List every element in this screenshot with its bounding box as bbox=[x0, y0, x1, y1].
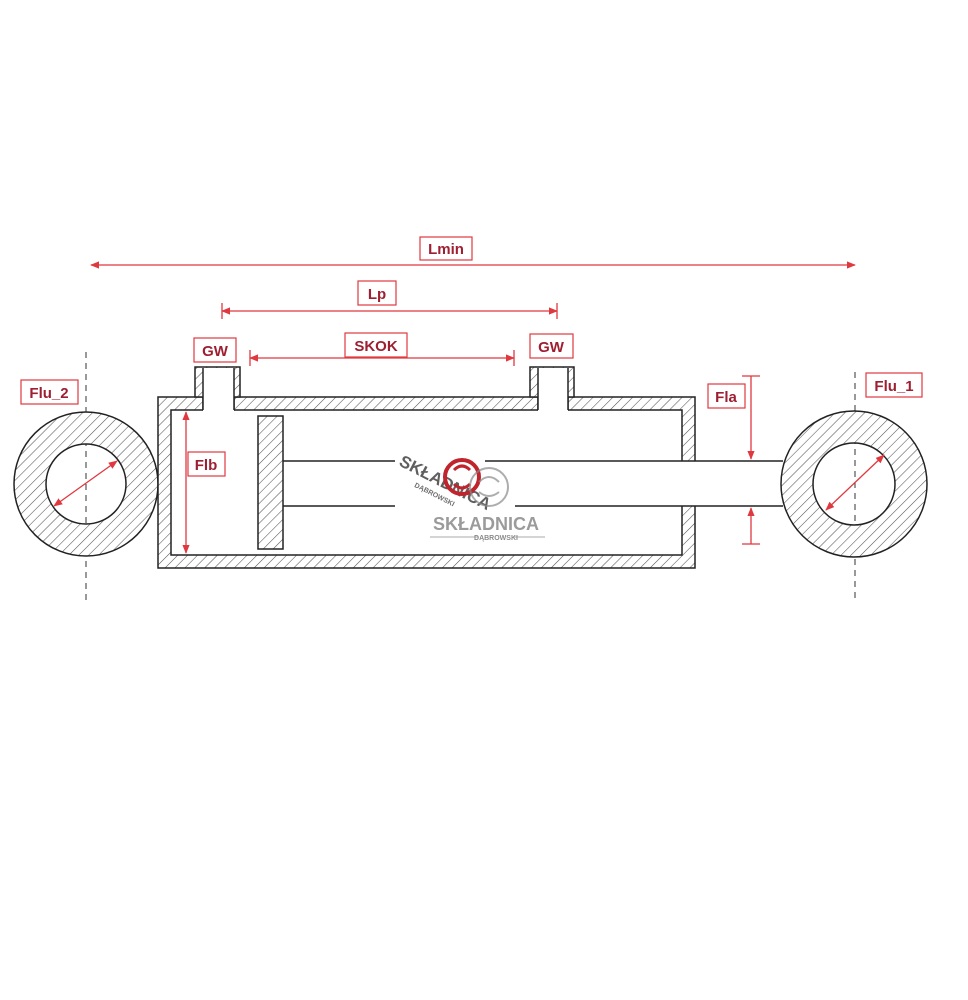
label-flu2: Flu_2 bbox=[20, 379, 79, 405]
port-right bbox=[529, 366, 575, 411]
label-flb: Flb bbox=[187, 451, 226, 477]
label-gw-left: GW bbox=[193, 337, 237, 363]
barrel-wall bbox=[157, 396, 696, 569]
label-lmin-text: Lmin bbox=[428, 241, 464, 258]
label-gw-right: GW bbox=[529, 333, 574, 359]
label-flu2-text: Flu_2 bbox=[29, 385, 68, 402]
port-left bbox=[194, 366, 241, 411]
dimension-lines bbox=[53, 261, 885, 554]
label-flu1-text: Flu_1 bbox=[874, 378, 913, 395]
label-lmin: Lmin bbox=[419, 236, 473, 261]
watermark-emblem-red bbox=[443, 458, 481, 496]
label-skok-text: SKOK bbox=[354, 338, 398, 355]
cylinder-barrel bbox=[157, 396, 698, 569]
flu2-dimension bbox=[53, 460, 118, 507]
label-flu1: Flu_1 bbox=[865, 372, 923, 398]
watermark-brand: SKŁADNICA bbox=[433, 514, 539, 534]
rod-eye bbox=[780, 410, 928, 558]
label-gw-left-text: GW bbox=[202, 343, 229, 360]
rod-eye-ring bbox=[780, 410, 928, 558]
label-flb-text: Flb bbox=[195, 457, 218, 474]
watermark-sub: DĄBROWSKI bbox=[474, 535, 518, 542]
watermark-emblem-gray bbox=[469, 467, 509, 507]
rear-eye bbox=[13, 411, 159, 557]
flu1-dimension bbox=[825, 454, 885, 511]
piston bbox=[257, 415, 284, 550]
label-lp-text: Lp bbox=[368, 286, 386, 303]
label-lp: Lp bbox=[357, 280, 397, 306]
piston-rod bbox=[283, 460, 783, 507]
watermark-logo: SKŁADNICA DĄBROWSKI SKŁADNICA DĄBROWSKI bbox=[396, 452, 545, 542]
label-fla: Fla bbox=[707, 383, 746, 409]
rod-opening bbox=[680, 461, 698, 506]
label-skok: SKOK bbox=[344, 332, 408, 358]
label-fla-text: Fla bbox=[715, 389, 737, 406]
label-gw-right-text: GW bbox=[538, 339, 565, 356]
rear-eye-ring bbox=[13, 411, 159, 557]
